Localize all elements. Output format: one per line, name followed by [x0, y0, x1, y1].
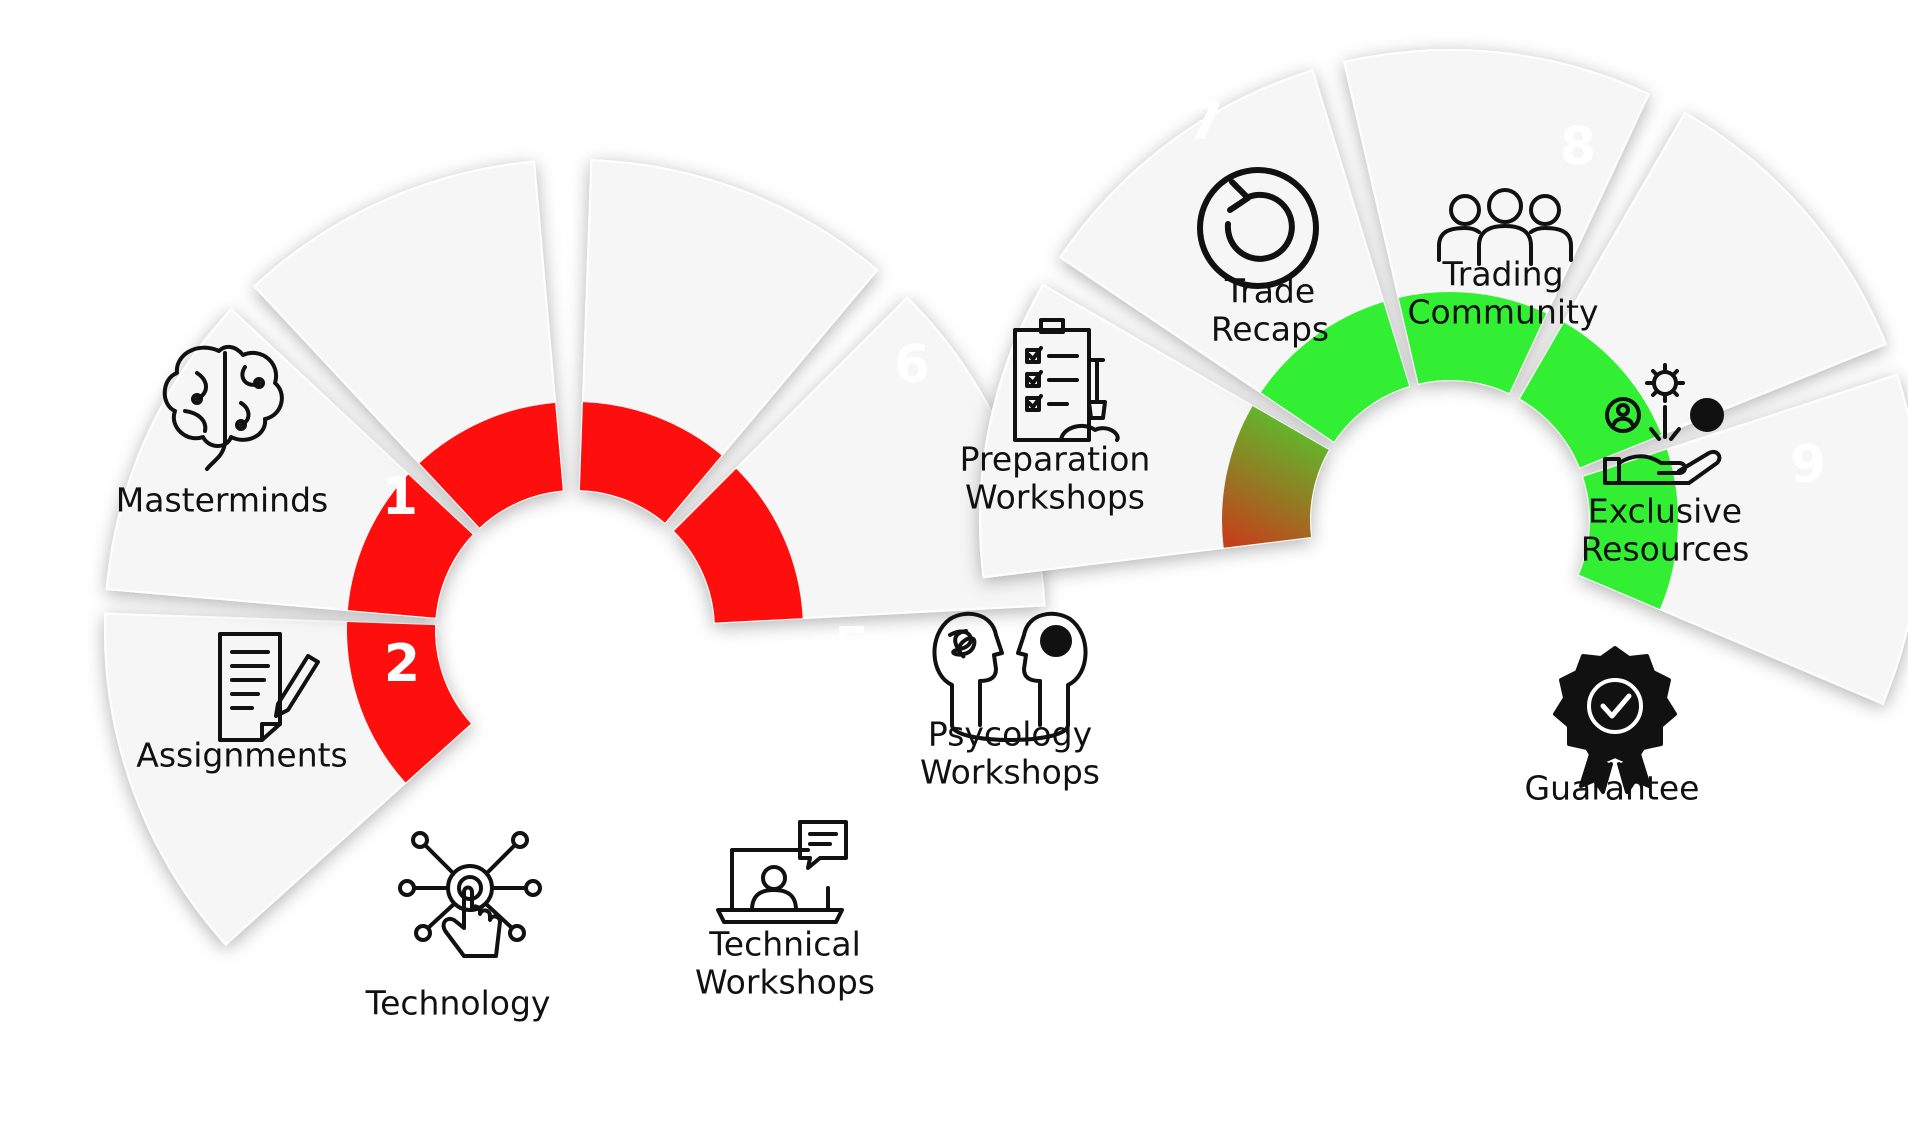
step-8-ring — [1398, 292, 1547, 394]
step-number: 6 — [894, 335, 930, 395]
step-number: 1 — [382, 467, 418, 527]
step-label: Technical — [708, 925, 861, 964]
brain-icon — [162, 344, 284, 471]
step-label: Masterminds — [116, 481, 329, 520]
step-label: Preparation — [960, 440, 1151, 479]
refresh-circle-icon — [1197, 167, 1319, 289]
people-group-icon — [1437, 188, 1573, 266]
step-number: 10 — [1702, 797, 1774, 857]
step-label: Community — [1408, 293, 1599, 332]
step-1-ring — [347, 622, 471, 783]
clipboard-checklist-icon — [1013, 318, 1120, 442]
step-label: Technology — [365, 984, 551, 1023]
step-5-ring — [673, 468, 803, 623]
step-label: Assignments — [136, 736, 348, 775]
step-number: 2 — [384, 634, 420, 694]
step-label: Recaps — [1211, 310, 1329, 349]
laptop-chat-icon — [716, 820, 848, 924]
step-label: Workshops — [920, 753, 1100, 792]
step-number: 5 — [834, 617, 870, 677]
document-pen-icon — [218, 632, 320, 742]
step-label: Workshops — [695, 963, 875, 1002]
touch-network-icon — [398, 831, 542, 958]
step-label: Trading — [1441, 255, 1563, 294]
step-label: Psycology — [928, 715, 1092, 754]
step-4-ring — [579, 402, 722, 523]
step-number: 9 — [1790, 435, 1826, 495]
step-number: 8 — [1560, 117, 1596, 177]
hand-resources-icon — [1603, 363, 1724, 485]
step-label: Trade — [1224, 272, 1315, 311]
step-3-ring — [419, 402, 563, 528]
step-2-ring — [347, 474, 473, 618]
step-number: 4 — [704, 747, 740, 807]
step-label: Resources — [1581, 530, 1750, 569]
step-10-ring — [1578, 449, 1679, 610]
step-7-ring — [1260, 301, 1410, 442]
step-number: 3 — [509, 750, 545, 810]
badge-check-icon — [1553, 646, 1677, 794]
step-label: Workshops — [965, 478, 1145, 517]
step-6-ring — [1222, 406, 1329, 548]
heads-mind-icon — [932, 611, 1088, 742]
step-label: Guarantee — [1525, 769, 1700, 808]
step-label: Exclusive — [1588, 492, 1742, 531]
step-number: 7 — [1187, 92, 1223, 152]
